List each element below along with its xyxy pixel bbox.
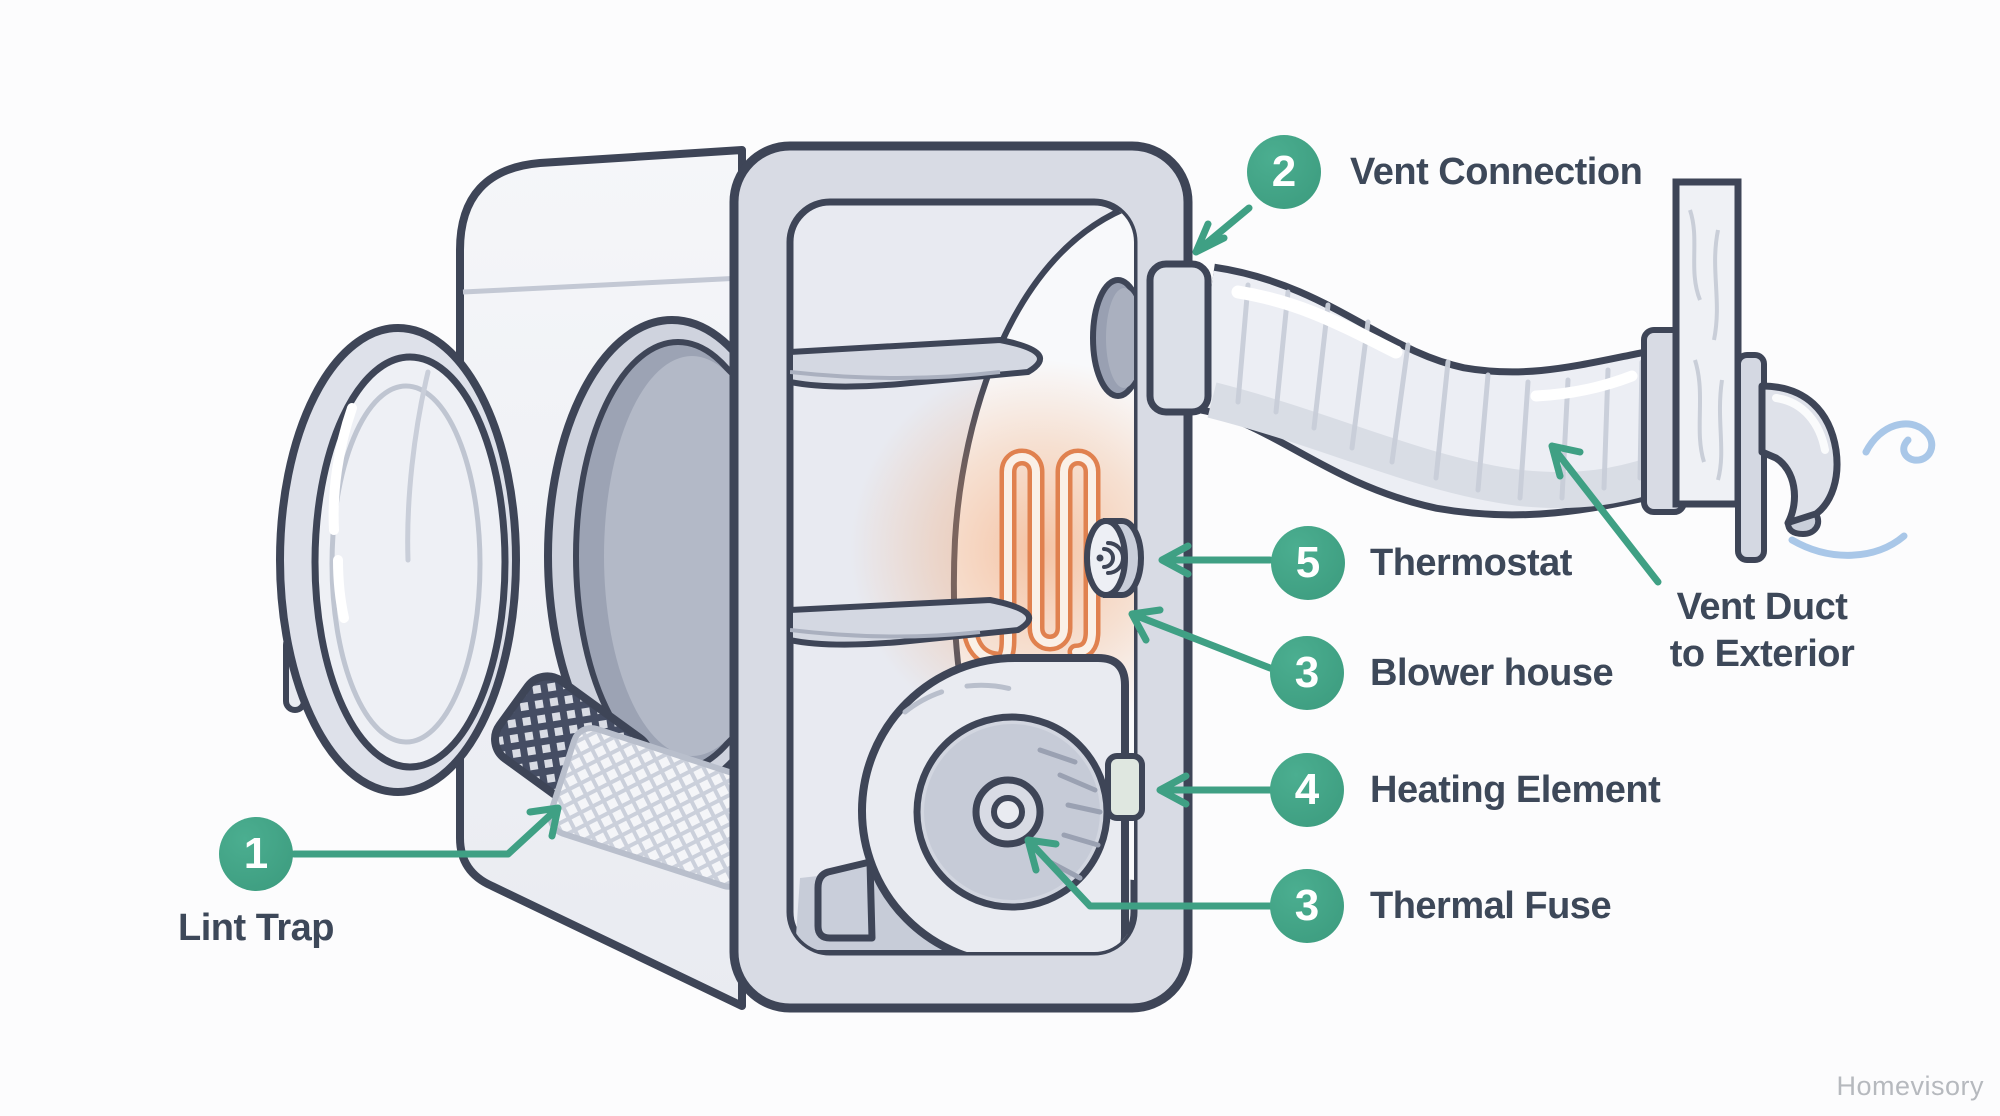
blower-house-badge: 3: [1270, 636, 1344, 710]
drum-baffles: [790, 337, 1043, 648]
cutaway-interior: [790, 202, 1134, 952]
vent-opening: [1090, 277, 1134, 399]
lint-trap-arrow: [290, 804, 562, 858]
door-glass: [311, 353, 509, 771]
watermark: Homevisory: [1836, 1071, 1984, 1101]
blower-fan: [924, 724, 1103, 900]
heating-element-badge: 4: [1270, 753, 1344, 827]
vent-connection-arrow: [1192, 204, 1253, 256]
vent-connection-label: Vent Connection: [1350, 151, 1643, 193]
exterior-wall: [1672, 178, 1742, 508]
heating-element-label: Heating Element: [1370, 769, 1661, 811]
thermal-fuse-label: Thermal Fuse: [1370, 885, 1612, 927]
vent-collar: [1146, 260, 1212, 416]
lint-trap-badge: 1: [219, 817, 293, 891]
vent-duct-label: Vent Duct to Exterior: [1638, 584, 1886, 678]
wood-grain: [1688, 209, 1724, 481]
blower-house-label: Blower house: [1370, 652, 1614, 694]
thermostat-label: Thermostat: [1370, 542, 1572, 584]
thermal-fuse-badge: 3: [1270, 869, 1344, 943]
exterior-vent-hood: [1735, 352, 1841, 563]
blower-outlet: [814, 858, 876, 942]
thermostat-arrow: [1158, 542, 1274, 578]
thermostat-sensor: [1084, 518, 1144, 598]
thermostat-badge: 5: [1271, 526, 1345, 600]
thermal-fuse-arrow: [1024, 836, 1274, 910]
vent-connection-badge: 2: [1247, 135, 1321, 209]
dryer-door: [276, 324, 520, 796]
vent-duct-label-line2: to Exterior: [1669, 633, 1855, 675]
thermostat-wave-icon: [1102, 541, 1125, 575]
blower-housing: [814, 654, 1129, 952]
lint-trap-label: Lint Trap: [178, 907, 334, 949]
heating-element-arrow: [1156, 772, 1274, 808]
blower-house-arrow: [1128, 606, 1274, 672]
flexible-vent-duct: [1190, 263, 1675, 519]
thermal-fuse-component: [1105, 753, 1145, 821]
air-flow-swirls: [1788, 420, 1936, 559]
vent-duct-arrow: [1548, 442, 1662, 586]
vent-duct-label-line1: Vent Duct: [1676, 586, 1848, 628]
